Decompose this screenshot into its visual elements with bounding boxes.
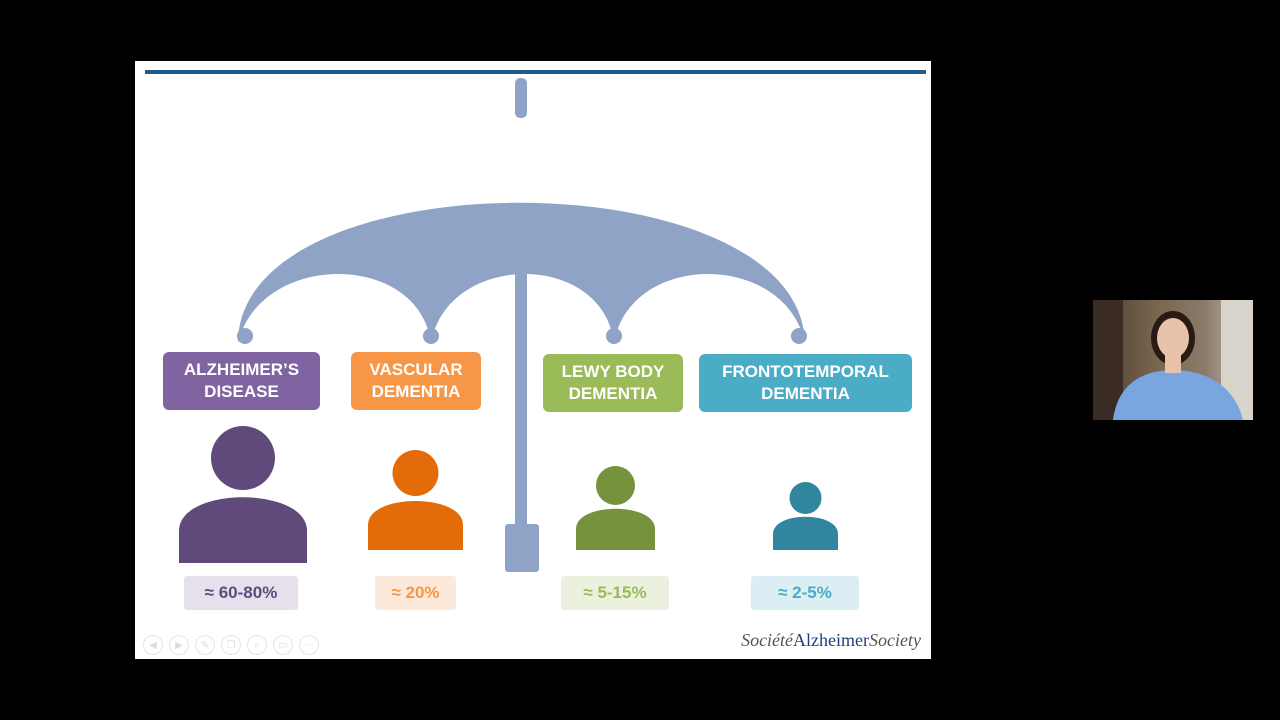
label-frontotemporal: FRONTOTEMPORAL DEMENTIA bbox=[699, 354, 912, 412]
alzheimer-society-logo: SociétéAlzheimerSociety bbox=[741, 630, 921, 651]
logo-part-2: Alzheimer bbox=[793, 630, 870, 650]
logo-part-3: Society bbox=[869, 630, 921, 650]
zoom-icon[interactable]: ⌕ bbox=[247, 635, 267, 655]
label-alzheimers: ALZHEIMER’S DISEASE bbox=[163, 352, 320, 410]
back-icon[interactable]: ◀ bbox=[143, 635, 163, 655]
person-icon-frontotemporal bbox=[773, 482, 838, 550]
slide: DEMENTIA ALZHEIMER’S DISEASE VASCULAR DE… bbox=[135, 61, 931, 659]
pen-icon[interactable]: ✎ bbox=[195, 635, 215, 655]
percent-vascular: ≈ 20% bbox=[375, 576, 456, 610]
label-vascular: VASCULAR DEMENTIA bbox=[351, 352, 481, 410]
person-icon-alzheimers bbox=[179, 426, 307, 563]
percent-alzheimers: ≈ 60-80% bbox=[184, 576, 298, 610]
presenter-image bbox=[1093, 300, 1253, 420]
page-title: DEMENTIA bbox=[413, 161, 627, 205]
presentation-controls: ◀ ▶ ✎ ❐ ⌕ ▭ ⋯ bbox=[143, 635, 319, 655]
copy-icon[interactable]: ❐ bbox=[221, 635, 241, 655]
label-lewy-body: LEWY BODY DEMENTIA bbox=[543, 354, 683, 412]
screen-icon[interactable]: ▭ bbox=[273, 635, 293, 655]
logo-part-1: Société bbox=[741, 630, 794, 650]
presenter-video[interactable] bbox=[1093, 300, 1253, 420]
top-rule bbox=[145, 70, 926, 74]
percent-frontotemporal: ≈ 2-5% bbox=[751, 576, 859, 610]
umbrella-graphic bbox=[237, 78, 807, 572]
forward-icon[interactable]: ▶ bbox=[169, 635, 189, 655]
more-icon[interactable]: ⋯ bbox=[299, 635, 319, 655]
person-icon-lewy-body bbox=[576, 466, 655, 550]
person-icon-vascular bbox=[368, 450, 463, 550]
percent-lewy-body: ≈ 5-15% bbox=[561, 576, 669, 610]
